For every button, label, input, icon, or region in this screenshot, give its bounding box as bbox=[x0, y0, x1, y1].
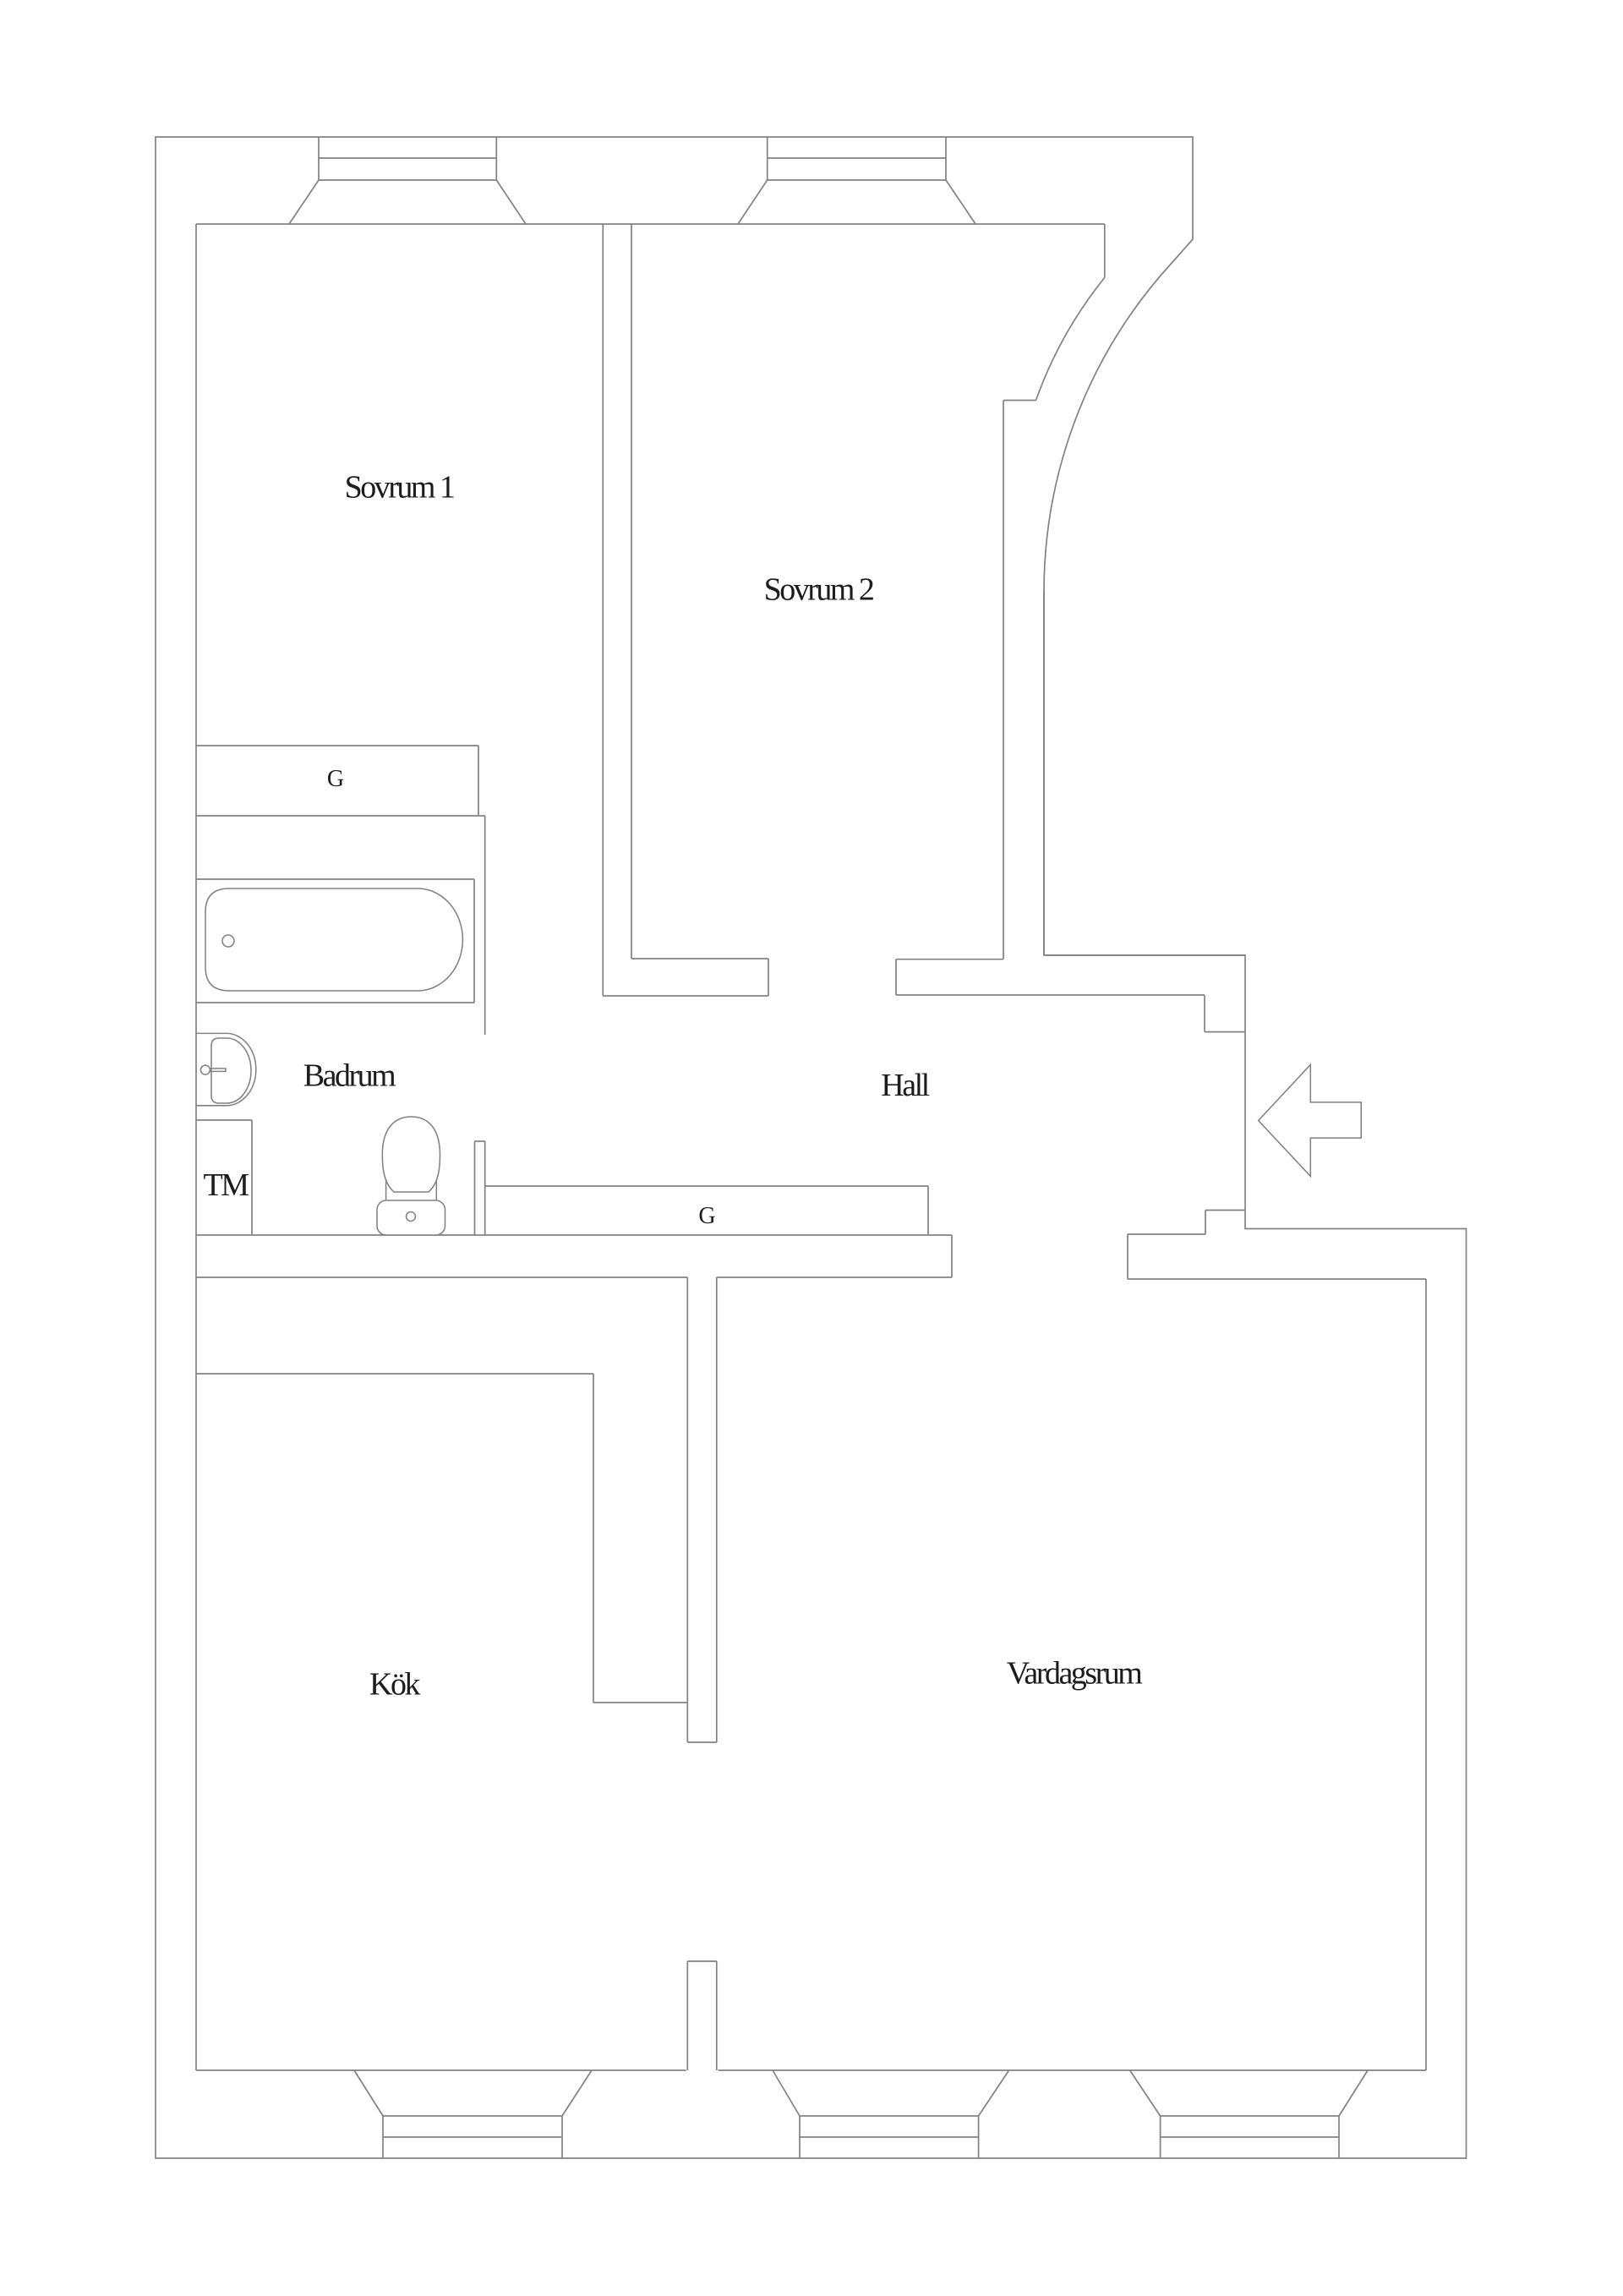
svg-text:Badrum: Badrum bbox=[303, 1058, 396, 1094]
svg-text:TM: TM bbox=[204, 1167, 249, 1203]
svg-text:Sovrum 1: Sovrum 1 bbox=[345, 469, 454, 505]
svg-text:Kök: Kök bbox=[369, 1667, 420, 1703]
svg-text:Vardagsrum: Vardagsrum bbox=[1007, 1656, 1143, 1692]
svg-text:Hall: Hall bbox=[881, 1068, 929, 1103]
svg-text:G: G bbox=[327, 766, 344, 792]
svg-text:Sovrum 2: Sovrum 2 bbox=[764, 571, 873, 607]
svg-text:G: G bbox=[698, 1203, 715, 1229]
